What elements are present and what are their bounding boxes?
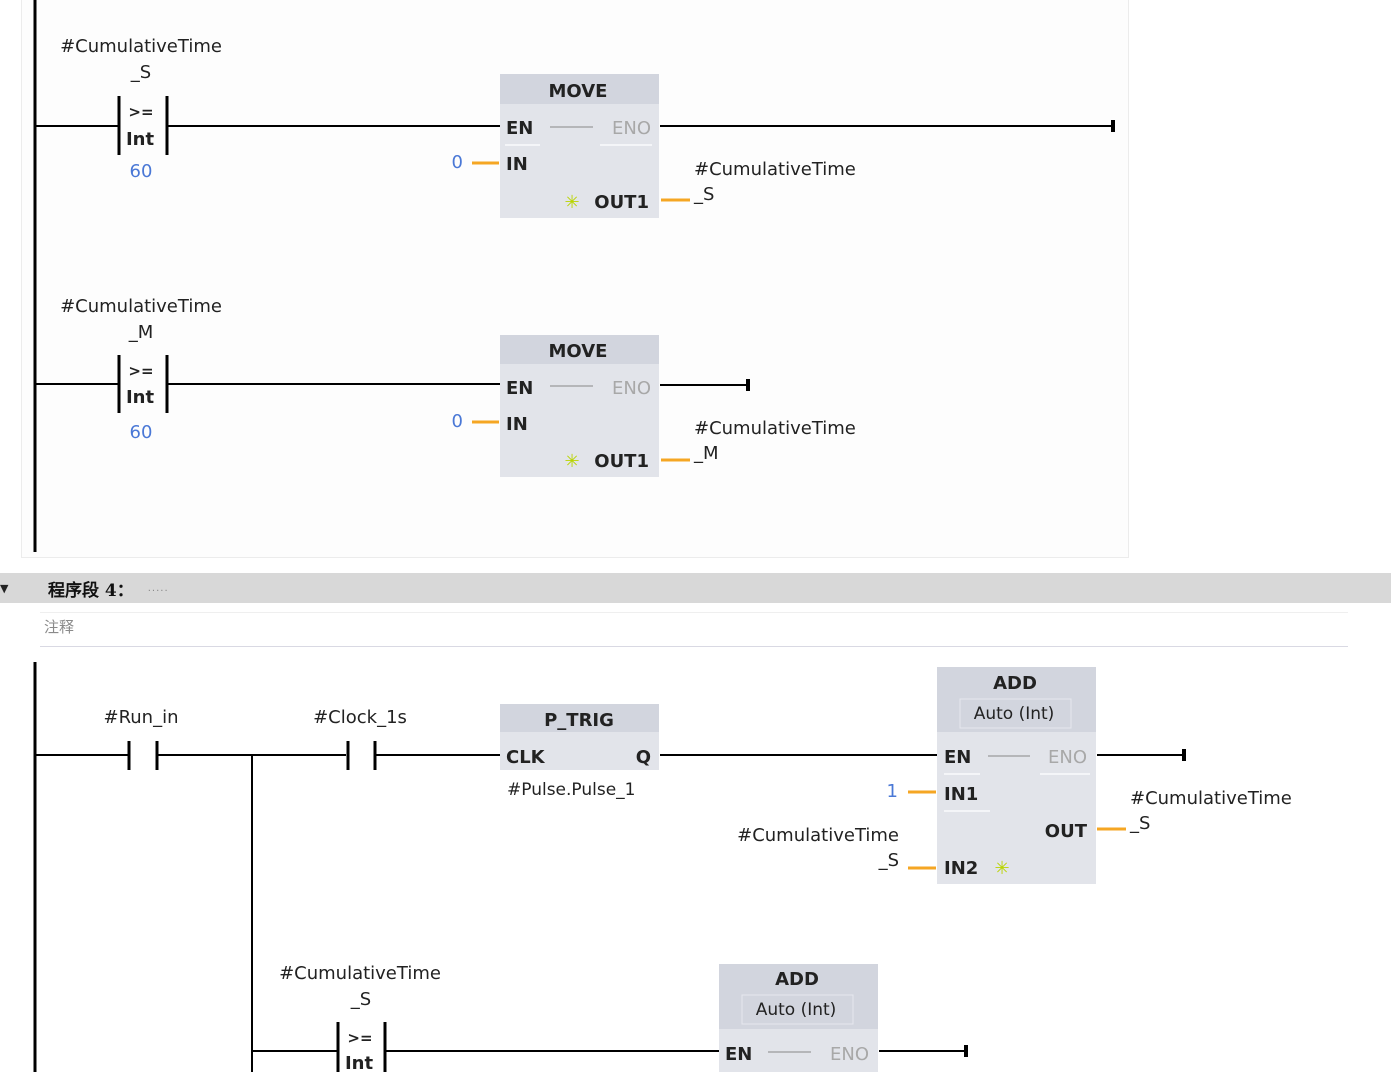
out-operand[interactable]: #CumulativeTime — [1130, 788, 1292, 809]
rung-main: #Run_in #Clock_1s P_TRIG CLK Q #Pulse.Pu… — [35, 667, 1292, 1072]
in-value[interactable]: 0 — [452, 152, 463, 173]
data-type-selector[interactable] — [741, 994, 854, 1025]
data-type-value[interactable]: Auto (Int) — [974, 704, 1055, 724]
move-block-title: MOVE — [549, 341, 608, 362]
network-4-header[interactable]: ▼ 程序段 4： ..... — [0, 573, 1391, 603]
compare-value[interactable]: 60 — [130, 422, 153, 443]
out-pin: OUT — [1045, 821, 1088, 842]
out1-pin: OUT1 — [594, 192, 649, 213]
data-type-selector[interactable] — [959, 698, 1072, 729]
move-block-header — [500, 74, 659, 104]
star-icon: ✳ — [994, 858, 1009, 879]
eno-pin: ENO — [1048, 747, 1087, 768]
contact-operand[interactable]: #Clock_1s — [313, 707, 407, 728]
out-operand[interactable]: #CumulativeTime — [694, 418, 856, 439]
compare-operator: >= — [128, 362, 153, 380]
star-icon: ✳ — [564, 192, 579, 213]
ptrig-block-header — [500, 704, 659, 732]
in1-value[interactable]: 1 — [887, 781, 898, 802]
collapse-toggle-icon[interactable]: ▼ — [0, 581, 9, 595]
network-4-title: 程序段 4： — [48, 580, 134, 601]
ptrig-instance[interactable]: #Pulse.Pulse_1 — [507, 780, 636, 800]
en-pin: EN — [725, 1044, 752, 1065]
move-block-title: MOVE — [549, 81, 608, 102]
compare-operator: >= — [347, 1029, 372, 1047]
out-operand-suffix[interactable]: _S — [1129, 813, 1150, 834]
data-type-value[interactable]: Auto (Int) — [756, 1000, 837, 1020]
rung-2: #CumulativeTime _M >= Int 60 MOVE EN ENO… — [35, 296, 856, 477]
add-block-title: ADD — [993, 673, 1037, 694]
in2-operand-suffix[interactable]: _S — [878, 850, 899, 871]
out-operand-suffix[interactable]: _M — [693, 443, 719, 464]
clk-pin: CLK — [506, 747, 546, 768]
en-pin: EN — [944, 747, 971, 768]
in2-pin: IN2 — [944, 858, 978, 879]
compare-operand[interactable]: #CumulativeTime — [60, 36, 222, 57]
eno-pin: ENO — [830, 1044, 869, 1065]
in2-operand[interactable]: #CumulativeTime — [737, 825, 899, 846]
in-pin: IN — [506, 154, 528, 175]
network-4-title-placeholder[interactable]: ..... — [147, 582, 169, 594]
rung-1: #CumulativeTime _S >= Int 60 MOVE EN ENO… — [35, 36, 1115, 218]
out-operand-suffix[interactable]: _S — [693, 184, 714, 205]
compare-operand-suffix[interactable]: _S — [350, 989, 371, 1010]
compare-operand[interactable]: #CumulativeTime — [60, 296, 222, 317]
en-pin: EN — [506, 378, 533, 399]
compare-type: Int — [126, 387, 155, 408]
add-block-title: ADD — [775, 969, 819, 990]
en-pin: EN — [506, 118, 533, 139]
out1-pin: OUT1 — [594, 451, 649, 472]
eno-pin: ENO — [612, 378, 651, 399]
out-operand[interactable]: #CumulativeTime — [694, 159, 856, 180]
compare-operand[interactable]: #CumulativeTime — [279, 963, 441, 984]
in1-pin: IN1 — [944, 784, 978, 805]
ptrig-block-title: P_TRIG — [544, 710, 614, 731]
network-4-comment-field[interactable]: 注释 — [40, 612, 1348, 647]
compare-value[interactable]: 60 — [130, 161, 153, 182]
in-pin: IN — [506, 414, 528, 435]
comment-text: 注释 — [44, 618, 75, 636]
contact-operand[interactable]: #Run_in — [103, 707, 178, 728]
compare-type: Int — [345, 1053, 374, 1072]
q-pin: Q — [636, 747, 651, 768]
star-icon: ✳ — [564, 451, 579, 472]
eno-pin: ENO — [612, 118, 651, 139]
move-block-header — [500, 335, 659, 364]
compare-operand-suffix[interactable]: _S — [130, 62, 151, 83]
compare-operand-suffix[interactable]: _M — [128, 322, 154, 343]
in-value[interactable]: 0 — [452, 411, 463, 432]
rung-branch: #CumulativeTime _S >= Int ADD Auto (Int)… — [252, 963, 968, 1072]
compare-operator: >= — [128, 103, 153, 121]
compare-type: Int — [126, 129, 155, 150]
